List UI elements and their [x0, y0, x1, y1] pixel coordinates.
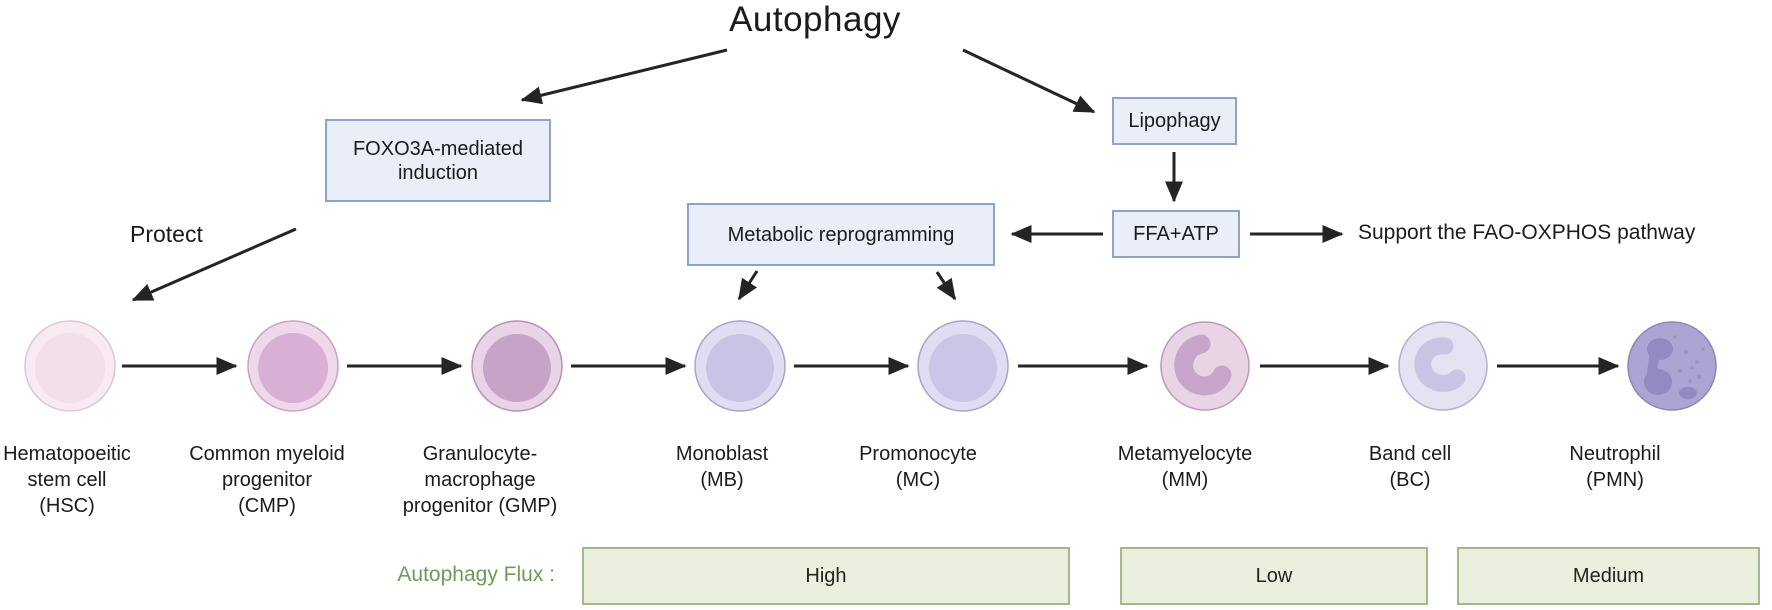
flux-low-box: Low	[1120, 547, 1428, 605]
arrow-title-to-lipophagy	[962, 48, 1096, 114]
arrow-metabolic-to-mb	[737, 270, 759, 301]
autophagy-flux-label: Autophagy Flux :	[397, 563, 555, 586]
lipophagy-box: Lipophagy	[1112, 97, 1237, 145]
cmp-label: Common myeloid progenitor (CMP)	[189, 443, 345, 517]
mc-label: Promonocyte (MC)	[859, 443, 977, 491]
metabolic-reprogramming-box: Metabolic reprogramming	[687, 203, 995, 266]
arrow-protect-to-hsc	[131, 227, 297, 302]
bc-cell-icon	[1393, 316, 1493, 416]
pmn-cell-icon	[1622, 316, 1722, 416]
cmp-cell-icon	[243, 316, 343, 416]
flux-medium-box: Medium	[1457, 547, 1760, 605]
hsc-cell-icon	[20, 316, 120, 416]
gmp-cell-icon	[467, 316, 567, 416]
arrow-title-to-foxo3a	[520, 48, 728, 105]
pmn-label: Neutrophil (PMN)	[1569, 443, 1661, 491]
ffa-atp-box: FFA+ATP	[1112, 210, 1240, 258]
mm-cell-icon	[1155, 316, 1255, 416]
bc-label: Band cell (BC)	[1368, 443, 1452, 491]
mm-label: Metamyelocyte (MM)	[1117, 443, 1253, 491]
hsc-label: Hematopoeitic stem cell (HSC)	[3, 443, 131, 517]
foxo3a-induction-box: FOXO3A-mediated induction	[325, 119, 551, 202]
mb-label: Monoblast (MB)	[675, 443, 769, 491]
fao-oxphos-pathway-label: Support the FAO-OXPHOS pathway	[1358, 221, 1696, 244]
mc-cell-icon	[913, 316, 1013, 416]
flux-high-box: High	[582, 547, 1070, 605]
protect-label: Protect	[130, 221, 203, 247]
arrow-metabolic-to-mc	[935, 271, 957, 301]
diagram-title: Autophagy	[729, 0, 901, 39]
gmp-label: Granulocyte- macrophage progenitor (GMP)	[402, 443, 558, 517]
mb-cell-icon	[690, 316, 790, 416]
